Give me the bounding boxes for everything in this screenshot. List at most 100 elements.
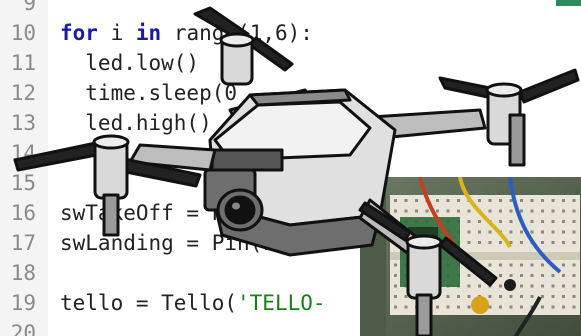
breadboard-hole: [520, 199, 523, 202]
breadboard-hole: [488, 209, 492, 213]
code-text: tello = Tello('TELLO-: [60, 288, 326, 318]
breadboard-hole: [467, 230, 471, 234]
breadboard-hole: [446, 209, 450, 213]
breadboard-hole: [457, 295, 460, 298]
breadboard-hole: [394, 263, 397, 267]
breadboard-hole: [404, 305, 408, 309]
code-token: 'TELLO-: [237, 291, 326, 315]
breadboard-hole: [394, 199, 397, 202]
breadboard-hole: [541, 274, 544, 277]
breadboard-hole: [499, 305, 502, 309]
breadboard-hole: [530, 220, 534, 223]
breadboard-hole: [551, 220, 555, 223]
breadboard-hole: [562, 284, 565, 288]
breadboard-hole: [530, 230, 534, 234]
breadboard-hole: [467, 220, 471, 223]
breadboard-hole: [551, 230, 555, 234]
breadboard-hole: [541, 284, 544, 288]
breadboard-hole: [562, 220, 565, 223]
breadboard-hole: [425, 209, 429, 213]
breadboard-hole: [488, 305, 492, 309]
line-number: 15: [10, 171, 36, 195]
breadboard-hole: [404, 199, 408, 202]
breadboard-hole: [499, 209, 502, 213]
breadboard-hole: [520, 284, 523, 288]
breadboard-hole: [530, 305, 534, 309]
code-token: ,: [262, 21, 275, 45]
breadboard-hole: [551, 274, 555, 277]
breadboard-hole: [551, 241, 555, 244]
breadboard-hole: [520, 263, 523, 267]
breadboard-hole: [478, 220, 481, 223]
breadboard-hole: [509, 305, 513, 309]
breadboard-hole: [478, 241, 481, 244]
breadboard-hole: [562, 274, 565, 277]
breadboard-hole: [551, 284, 555, 288]
line-number: 10: [10, 21, 36, 45]
breadboard-hole: [509, 209, 513, 213]
breadboard-hole: [404, 209, 408, 213]
breadboard-hole: [436, 209, 439, 213]
breadboard-hole: [562, 295, 565, 298]
breadboard-hole: [562, 241, 565, 244]
breadboard-hole: [478, 199, 481, 202]
breadboard-hole: [572, 263, 576, 267]
corner-tab: [556, 0, 581, 6]
breadboard-hole: [520, 274, 523, 277]
breadboard-hole: [509, 241, 513, 244]
breadboard-hole: [562, 263, 565, 267]
breadboard-hole: [509, 230, 513, 234]
breadboard-hole: [572, 209, 576, 213]
breadboard-hole: [520, 209, 523, 213]
code-token: for: [60, 21, 98, 45]
breadboard-hole: [572, 220, 576, 223]
breadboard-hole: [509, 199, 513, 202]
breadboard-hole: [446, 199, 450, 202]
code-token: led.high(): [60, 111, 212, 135]
breadboard-hole: [520, 295, 523, 298]
breadboard-hole: [488, 263, 492, 267]
breadboard-hole: [457, 305, 460, 309]
breadboard-hole: [394, 295, 397, 298]
breadboard-hole: [541, 209, 544, 213]
breadboard-hole: [467, 295, 471, 298]
code-token: tello = Tello(: [60, 291, 238, 315]
breadboard-hole: [415, 209, 418, 213]
breadboard-hole: [562, 305, 565, 309]
breadboard-hole: [541, 241, 544, 244]
breadboard-hole: [467, 305, 471, 309]
front-right-arm: [358, 198, 498, 336]
breadboard-hole: [551, 199, 555, 202]
breadboard-hole: [509, 220, 513, 223]
breadboard-hole: [541, 305, 544, 309]
code-text: led.high(): [60, 108, 212, 138]
breadboard-hole: [562, 230, 565, 234]
line-number: 20: [10, 321, 36, 336]
breadboard-hole: [572, 295, 576, 298]
breadboard-hole: [436, 305, 439, 309]
breadboard-hole: [415, 199, 418, 202]
breadboard-hole: [488, 295, 492, 298]
line-number: 13: [10, 111, 36, 135]
breadboard-hole: [530, 209, 534, 213]
camera-lens: [224, 195, 256, 225]
breadboard-hole: [446, 305, 450, 309]
line-number: 11: [10, 51, 36, 75]
breadboard-hole: [478, 230, 481, 234]
line-number: 16: [10, 201, 36, 225]
breadboard-hole: [499, 284, 502, 288]
breadboard-hole: [541, 263, 544, 267]
breadboard-hole: [509, 274, 513, 277]
button-cap: [471, 296, 489, 314]
breadboard-hole: [499, 295, 502, 298]
code-token: led.low(): [60, 51, 200, 75]
breadboard-hole: [499, 220, 502, 223]
breadboard-hole: [530, 199, 534, 202]
code-token: i: [97, 21, 136, 45]
breadboard-hole: [394, 209, 397, 213]
line-number: 12: [10, 81, 36, 105]
breadboard-hole: [457, 199, 460, 202]
breadboard-hole: [572, 230, 576, 234]
